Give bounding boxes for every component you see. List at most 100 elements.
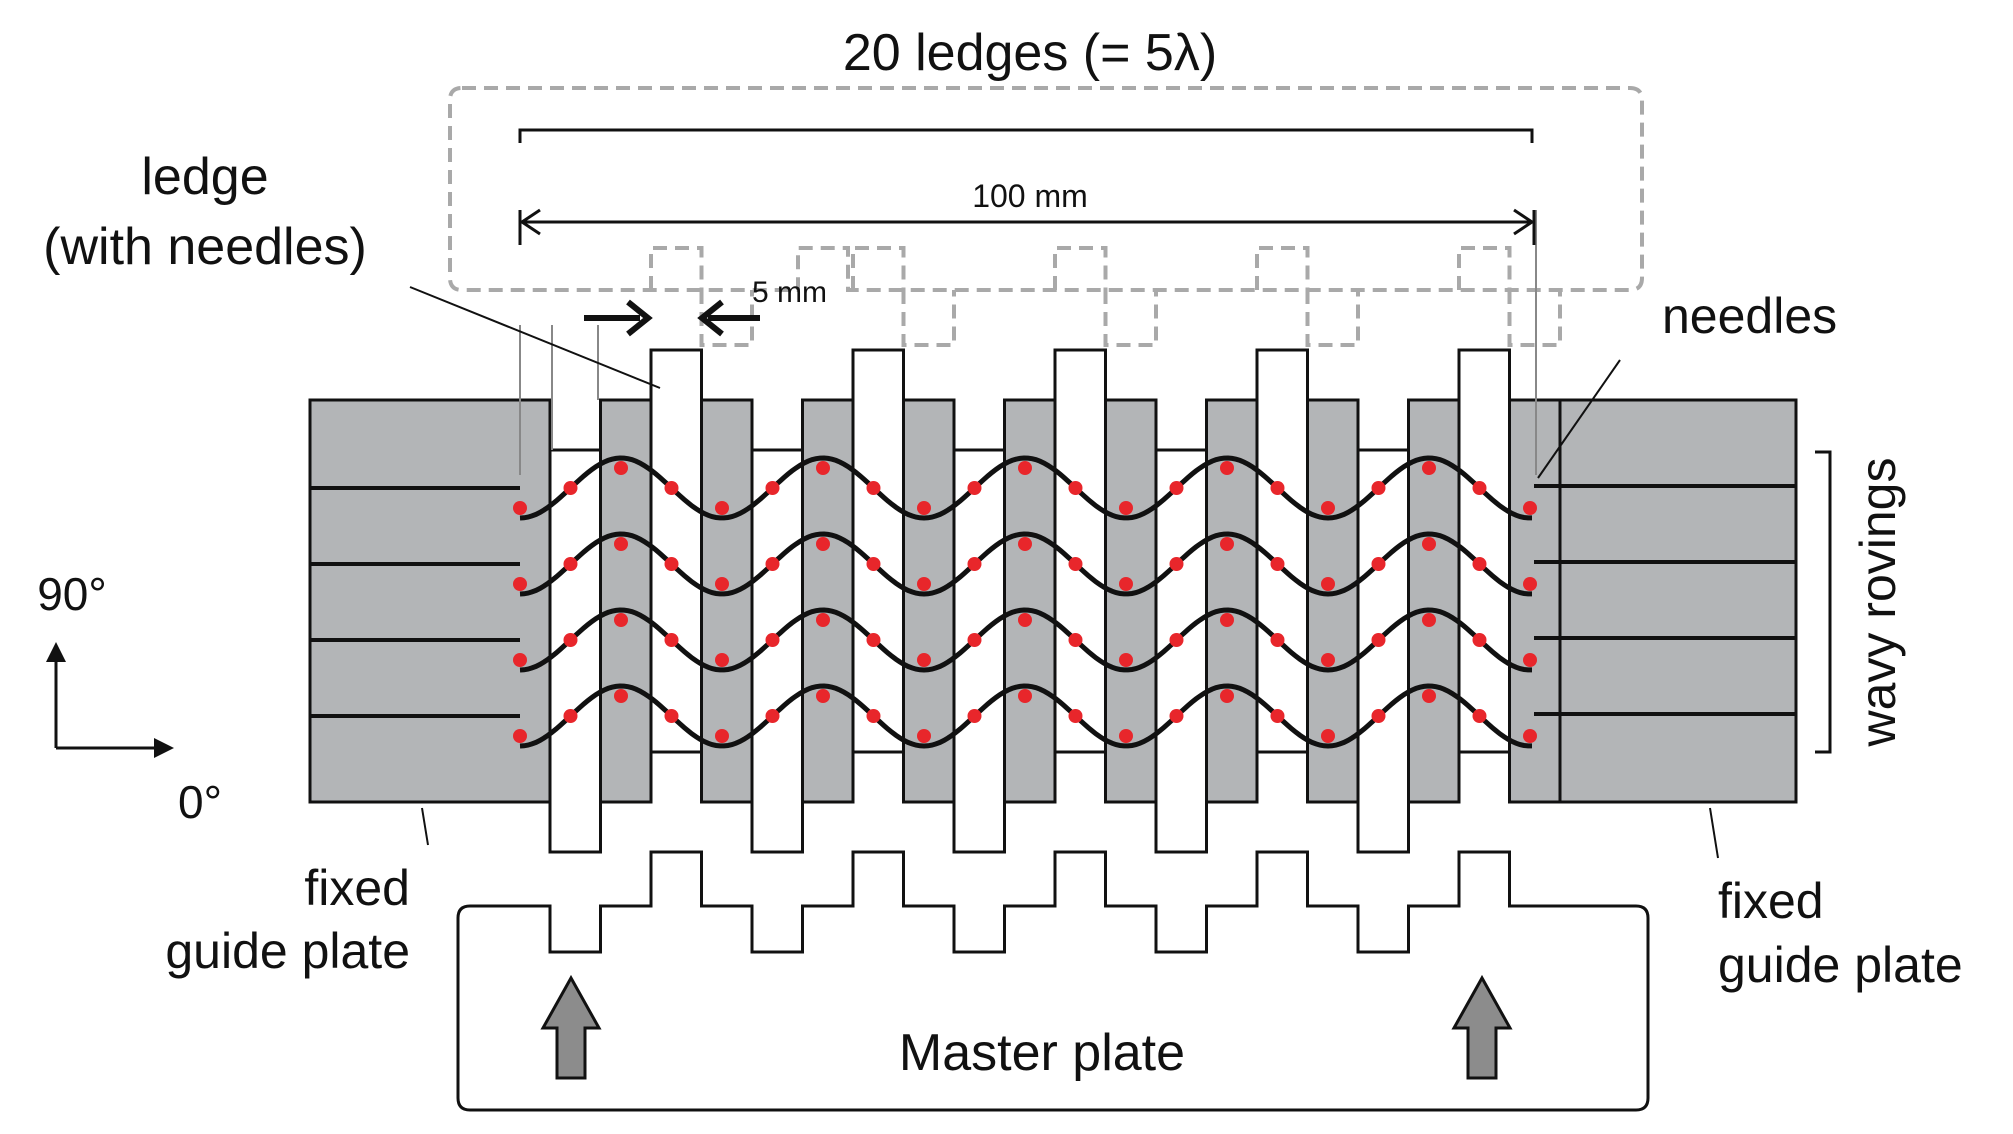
span-bracket: [518, 128, 1534, 143]
master-plate: [456, 850, 1650, 1112]
wavy-roving: [519, 455, 1532, 521]
wavy-rovings: [519, 455, 1532, 749]
needle-dot: [1068, 709, 1083, 723]
needle-dot: [1018, 613, 1032, 627]
needle-dot: [1220, 689, 1234, 703]
needle-dot: [614, 689, 628, 703]
needle-dot: [513, 653, 527, 667]
dimension-100mm-label: 100 mm: [972, 178, 1088, 214]
needle-dot: [1018, 689, 1032, 703]
fixed-guide-right-label-line2: guide plate: [1718, 937, 1963, 993]
needle-dot: [1018, 461, 1032, 475]
needle-dot: [967, 709, 982, 723]
needle-dot: [765, 709, 780, 723]
slider-ledge: [548, 448, 602, 854]
needle-dot: [1321, 577, 1335, 591]
needle-dot: [1422, 537, 1436, 551]
needle-dot: [765, 633, 780, 647]
needle-dot: [1270, 633, 1285, 647]
needle-dot: [917, 577, 931, 591]
needle-dot: [967, 633, 982, 647]
needle-dot: [513, 501, 527, 515]
needle-dot: [1321, 653, 1335, 667]
needle-dot: [614, 461, 628, 475]
needle-dot: [715, 729, 729, 743]
master-plate-label: Master plate: [899, 1024, 1185, 1082]
needle-dot: [1422, 461, 1436, 475]
fixed-left-leader-line: [421, 807, 429, 846]
needle-dot: [1220, 613, 1234, 627]
needle-dot: [1270, 557, 1285, 571]
needle-dot: [765, 481, 780, 495]
ledge-tooth-down: [901, 290, 956, 347]
needle-dot: [1523, 653, 1537, 667]
needle-dot: [1068, 557, 1083, 571]
needle-dot: [715, 653, 729, 667]
needle-dot: [816, 461, 830, 475]
needle-dot: [1119, 729, 1133, 743]
needle-dot: [1523, 501, 1537, 515]
needle-dot: [1068, 633, 1083, 647]
ledge-leader-line: [409, 286, 661, 389]
up-arrow-right: [1451, 974, 1513, 1080]
slider-ledge: [1457, 348, 1511, 754]
fixed-right-leader-line: [1709, 807, 1719, 859]
needle-dot: [563, 481, 578, 495]
needles-label: needles: [1662, 288, 1837, 344]
needle-dot: [866, 557, 881, 571]
needle-dot: [1523, 577, 1537, 591]
fixed-guide-right-label-line1: fixed: [1718, 873, 1824, 929]
title-label: 20 ledges (= 5λ): [843, 24, 1217, 82]
ledge-label-line2: (with needles): [43, 218, 367, 276]
wavy-roving: [519, 683, 1532, 749]
fixed-guide-plate-left: [308, 398, 552, 804]
needle-dot: [1220, 537, 1234, 551]
needle-dot: [1169, 557, 1184, 571]
needle-dot: [1119, 653, 1133, 667]
needle-dot: [1220, 461, 1234, 475]
fixed-guide-left-label-line1: fixed: [304, 860, 410, 916]
fixed-guide-plate-right: [1558, 398, 1798, 804]
needle-dot: [967, 557, 982, 571]
dimension-5mm-arrows: [584, 299, 760, 337]
needle-dot: [1422, 613, 1436, 627]
needle-dot: [1371, 709, 1386, 723]
needle-dot: [664, 557, 679, 571]
ledge-label-line1: ledge: [141, 148, 268, 206]
needle-dot: [1472, 557, 1487, 571]
dimension-100mm-arrow: [518, 208, 1536, 245]
needle-dot: [917, 729, 931, 743]
needle-dot: [1270, 709, 1285, 723]
needle-dot: [563, 557, 578, 571]
dimension-5mm-label: 5 mm: [752, 276, 827, 309]
needle-dot: [917, 653, 931, 667]
needle-dot: [513, 729, 527, 743]
ledge-tooth-up: [1457, 246, 1512, 290]
needle-dot: [1321, 501, 1335, 515]
up-arrow-left: [540, 974, 602, 1080]
needle-dot: [1371, 557, 1386, 571]
needle-dot: [866, 481, 881, 495]
needle-dot: [563, 633, 578, 647]
needle-dot: [917, 501, 931, 515]
needle-dot: [816, 689, 830, 703]
ledge-tooth-down: [1305, 290, 1360, 347]
needle-dot: [816, 613, 830, 627]
needle-dot: [1321, 729, 1335, 743]
sliders: [548, 348, 1562, 854]
needle-dot: [1119, 501, 1133, 515]
needle-dot: [1119, 577, 1133, 591]
needle-dot: [1472, 633, 1487, 647]
needle-dot: [614, 537, 628, 551]
needle-dot: [1169, 633, 1184, 647]
needle-dot: [765, 557, 780, 571]
needle-dot: [816, 537, 830, 551]
ledge-tooth-up: [649, 246, 704, 290]
needle-dot: [1523, 729, 1537, 743]
needle-dot: [866, 633, 881, 647]
needle-dot: [967, 481, 982, 495]
ledge-block-outline: [448, 86, 1644, 292]
ledge-tooth-up: [1053, 246, 1108, 290]
needle-dot: [664, 481, 679, 495]
